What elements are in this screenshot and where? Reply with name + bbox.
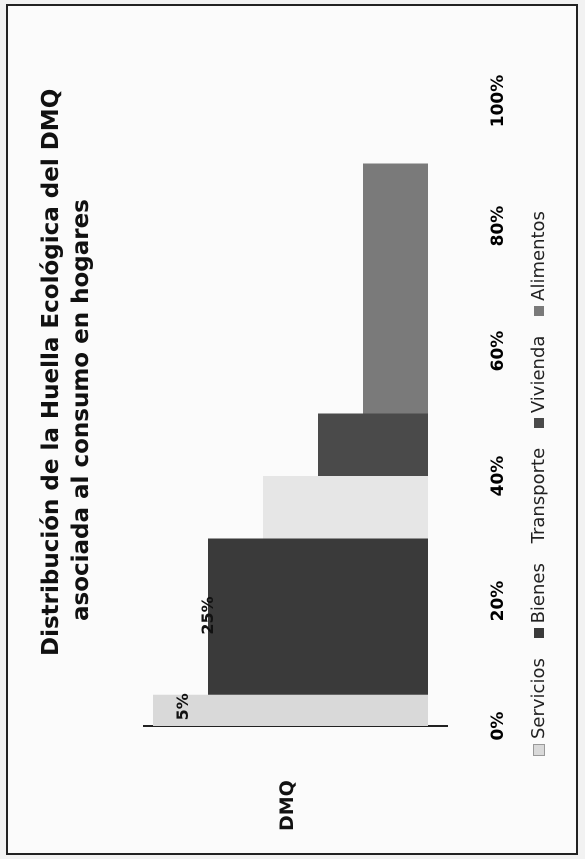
legend-swatch (533, 744, 545, 756)
legend-item: Vivienda (528, 336, 549, 429)
x-tick-label: 60% (488, 330, 508, 372)
rotated-chart-area: Distribución de la Huella Ecológica del … (8, 6, 574, 851)
bar-segment-alimentos (363, 163, 428, 414)
x-tick-label: 20% (488, 580, 508, 622)
x-tick-label: 40% (488, 455, 508, 497)
legend-swatch (534, 305, 544, 316)
bar-segment-servicios (153, 694, 428, 726)
legend: Servicios Bienes Transporte Vivienda Ali… (528, 197, 549, 756)
legend-swatch (534, 628, 544, 639)
slide: Distribución de la Huella Ecológica del … (6, 4, 578, 855)
data-label-bienes: 25% (198, 596, 217, 635)
legend-item: Servicios (528, 658, 549, 756)
bar-segment-transporte (263, 476, 428, 539)
legend-label: Bienes (528, 563, 549, 624)
bar-segment-bienes (208, 538, 428, 695)
legend-label: Alimentos (528, 211, 549, 301)
x-tick-label: 80% (488, 205, 508, 247)
x-tick-label: 100% (488, 74, 508, 128)
x-tick-label: 0% (488, 711, 508, 741)
legend-label: Vivienda (528, 335, 549, 414)
legend-label: Transporte (528, 447, 549, 544)
legend-item: Bienes (528, 563, 549, 639)
legend-item: Transporte (528, 448, 549, 544)
chart-plot (143, 163, 448, 727)
legend-swatch (534, 418, 544, 429)
legend-label: Servicios (528, 658, 549, 739)
bar-segment-vivienda (318, 413, 428, 476)
data-label-servicios: 5% (173, 693, 192, 721)
legend-item: Alimentos (528, 211, 549, 316)
